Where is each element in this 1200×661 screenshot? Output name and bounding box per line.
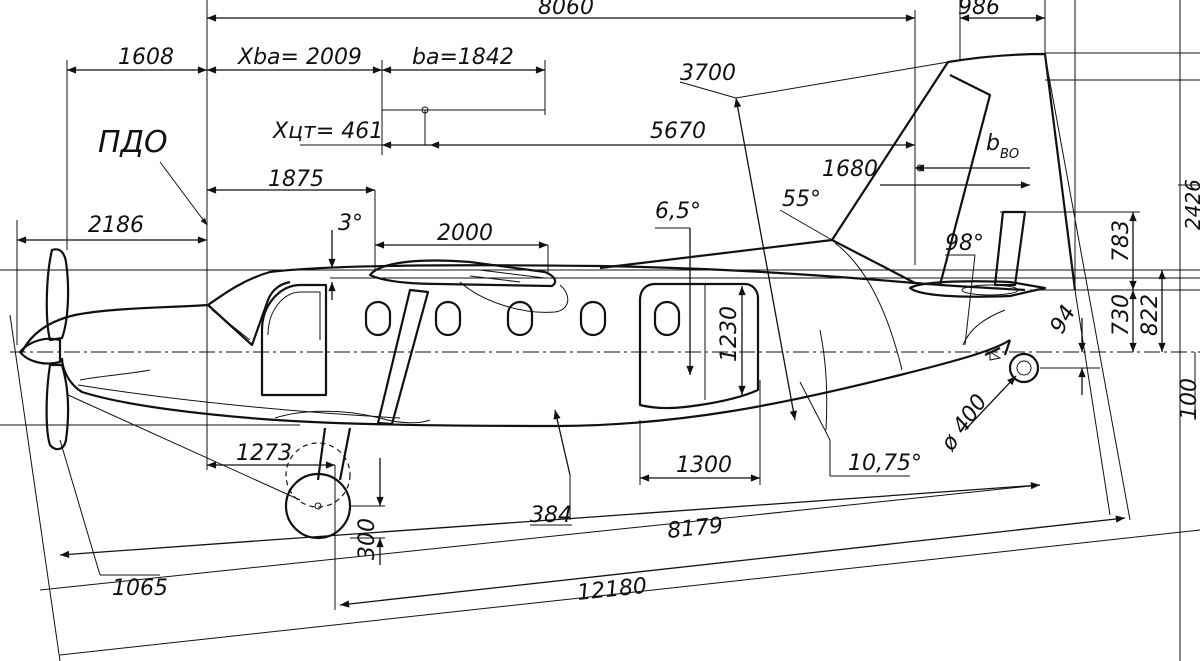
main-gear-wheel-retracted	[285, 442, 351, 508]
label-6-5deg: 6,5°	[655, 199, 701, 224]
tail-wheel	[1008, 352, 1040, 384]
cabin-window-1	[364, 300, 392, 337]
label-2186: 2186	[88, 213, 144, 238]
label-8060: 8060	[538, 0, 594, 20]
flap-outline	[459, 281, 569, 313]
propeller-blade-lower	[45, 363, 70, 451]
cabin-window-3	[506, 300, 534, 337]
cabin-window-5	[653, 300, 681, 337]
label-55deg: 55°	[782, 187, 821, 212]
label-3700: 3700	[680, 61, 736, 86]
wing-root	[368, 259, 557, 288]
label-2426: 2426	[1181, 179, 1200, 230]
label-3deg: 3°	[338, 211, 363, 236]
dimension-lines	[9, 0, 1200, 661]
label-5670: 5670	[650, 119, 706, 144]
propeller-blade-upper	[45, 248, 70, 342]
label-986: 986	[958, 0, 1000, 20]
label-bvo: bBO	[986, 131, 1019, 162]
wing-flap-rod	[469, 269, 546, 283]
label-783: 783	[1109, 220, 1134, 262]
fuselage-lower-line	[60, 339, 1011, 428]
label-94: 94	[1046, 301, 1082, 338]
wing-strut	[376, 288, 430, 426]
dorsal-fin	[599, 238, 916, 284]
main-gear-leg	[316, 427, 352, 481]
horizontal-stabiliser	[908, 280, 1047, 298]
label-xct: Xцт= 461	[272, 119, 383, 144]
main-gear-fairing	[274, 410, 431, 424]
label-10-75deg: 10,75°	[848, 451, 922, 476]
label-8179: 8179	[666, 513, 724, 544]
label-384: 384	[530, 503, 572, 528]
label-300: 300	[355, 518, 380, 560]
cabin-window-4	[579, 300, 607, 337]
label-822: 822	[1138, 294, 1163, 336]
cabin-window-2	[434, 300, 462, 337]
label-98deg: 98°	[945, 231, 984, 256]
label-1273: 1273	[236, 441, 292, 466]
cockpit-door	[260, 283, 328, 397]
label-2000: 2000	[437, 221, 493, 246]
label-1300: 1300	[676, 453, 732, 478]
rudder-trim	[993, 210, 1027, 287]
label-1065: 1065	[112, 576, 168, 601]
belly-line	[77, 384, 401, 419]
rudder	[938, 74, 992, 286]
label-1608: 1608	[118, 45, 174, 70]
label-1230: 1230	[717, 306, 742, 362]
windshield	[207, 280, 291, 347]
fuselage-upper-line	[21, 264, 916, 353]
label-1875: 1875	[268, 167, 324, 192]
label-100: 100	[1177, 378, 1200, 420]
windshield-frame	[211, 309, 251, 341]
spinner	[18, 337, 62, 365]
label-ba: ba=1842	[412, 45, 514, 70]
label-diameter-400: ø 400	[936, 390, 993, 456]
label-730: 730	[1109, 294, 1134, 336]
label-1680: 1680	[822, 157, 878, 182]
label-12180: 12180	[576, 574, 648, 606]
main-gear-wheel	[284, 472, 352, 540]
dimension-labels: 8060 986 1608 Xba= 2009 ba=1842 3700 Xцт…	[88, 0, 1200, 606]
cockpit-door-window	[267, 291, 321, 340]
label-xba: Xba= 2009	[237, 45, 362, 70]
reference-lines	[0, 52, 1200, 426]
nose-intake	[79, 369, 151, 381]
label-pdo: ПДО	[98, 125, 168, 160]
